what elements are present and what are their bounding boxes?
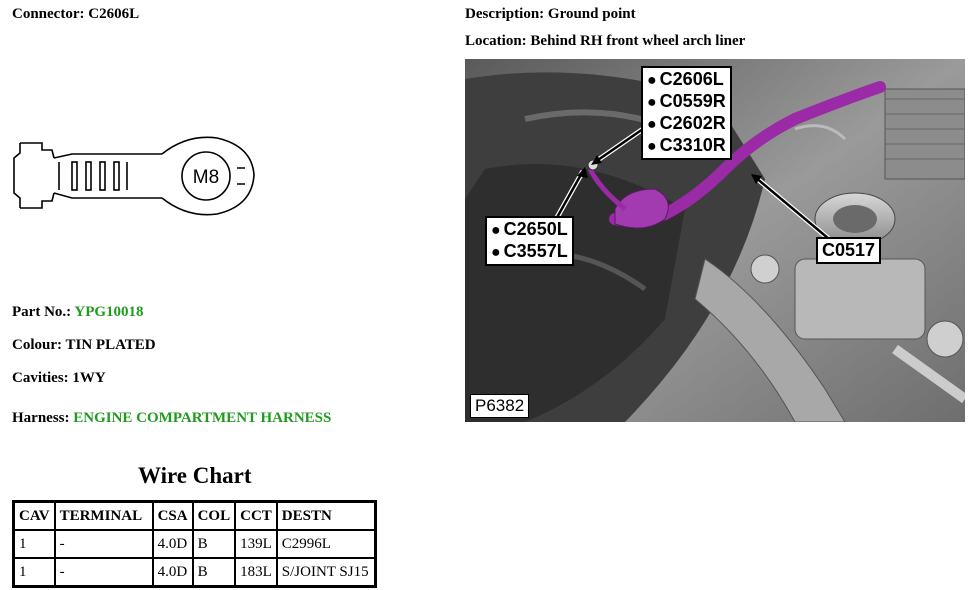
harness-value[interactable]: ENGINE COMPARTMENT HARNESS	[73, 410, 332, 426]
bullet-dot-icon: ●	[647, 72, 657, 89]
connector-line: Connector: C2606L	[12, 6, 139, 23]
header-destn: DESTN	[275, 500, 377, 531]
bullet-dot-icon: ●	[491, 244, 501, 261]
bullet-dot-icon: ●	[491, 222, 501, 239]
terminal-size-label: M8	[193, 167, 219, 188]
callout-item: ●C2650L	[491, 219, 568, 241]
cell-terminal: -	[53, 557, 154, 588]
connector-value: C2606L	[88, 6, 140, 22]
harness-line: Harness: ENGINE COMPARTMENT HARNESS	[12, 410, 331, 427]
harness-label: Harness:	[12, 410, 70, 426]
header-col: COL	[191, 500, 237, 531]
cell-cav: 1	[12, 557, 56, 588]
cell-csa: 4.0D	[151, 529, 194, 559]
wire-chart-table: CAV TERMINAL CSA COL CCT DESTN 1 - 4.0D …	[12, 500, 377, 588]
callout-label: C2650L	[503, 219, 568, 239]
connector-label: Connector:	[12, 6, 85, 22]
photo-reference: P6382	[470, 394, 530, 418]
cell-cct: 139L	[234, 529, 278, 559]
cell-col: B	[191, 557, 237, 588]
callout-item: ●C2602R	[647, 113, 726, 135]
colour-label: Colour:	[12, 337, 62, 353]
callout-label: C0559R	[659, 91, 726, 111]
callout-item: ●C3557L	[491, 241, 568, 263]
callout-label: C3557L	[503, 241, 568, 261]
header-terminal: TERMINAL	[53, 500, 154, 531]
colour-value: TIN PLATED	[65, 337, 156, 353]
callout-left-connectors: ●C2650L ●C3557L	[485, 216, 574, 266]
wire-chart-title: Wire Chart	[138, 463, 252, 488]
bullet-dot-icon: ●	[647, 138, 657, 155]
header-csa: CSA	[151, 500, 194, 531]
cell-cct: 183L	[234, 557, 278, 588]
cell-terminal: -	[53, 529, 154, 559]
header-cct: CCT	[234, 500, 278, 531]
cell-col: B	[191, 529, 237, 559]
callout-item: ●C3310R	[647, 135, 726, 157]
callout-label: C0517	[822, 240, 876, 260]
table-header-row: CAV TERMINAL CSA COL CCT DESTN	[12, 500, 377, 531]
callout-top-connectors: ●C2606L ●C0559R ●C2602R ●C3310R	[641, 66, 732, 160]
table-row: 1 - 4.0D B 183L S/JOINT SJ15	[12, 557, 377, 588]
location-value: Behind RH front wheel arch liner	[530, 33, 746, 49]
cell-csa: 4.0D	[151, 557, 194, 588]
ring-terminal-diagram: M8	[12, 128, 257, 223]
bullet-dot-icon: ●	[647, 94, 657, 111]
cell-cav: 1	[12, 529, 56, 559]
part-no-line: Part No.: YPG10018	[12, 304, 144, 321]
description-label: Description:	[465, 6, 545, 22]
callout-item: ●C2606L	[647, 69, 726, 91]
callout-right-connector: C0517	[816, 237, 882, 264]
callout-item: ●C0559R	[647, 91, 726, 113]
table-row: 1 - 4.0D B 139L C2996L	[12, 529, 377, 559]
cell-destn: S/JOINT SJ15	[275, 557, 377, 588]
location-line: Location: Behind RH front wheel arch lin…	[465, 33, 745, 50]
ring-terminal-icon: M8	[13, 136, 255, 216]
header-cav: CAV	[12, 500, 56, 531]
description-line: Description: Ground point	[465, 6, 636, 23]
cavities-line: Cavities: 1WY	[12, 370, 106, 387]
part-no-value[interactable]: YPG10018	[74, 304, 144, 320]
cavities-label: Cavities:	[12, 370, 69, 386]
cell-destn: C2996L	[275, 529, 377, 559]
description-value: Ground point	[547, 6, 636, 22]
callout-label: C3310R	[659, 135, 726, 155]
bullet-dot-icon: ●	[647, 116, 657, 133]
cavities-value: 1WY	[72, 370, 106, 386]
callout-label: C2606L	[659, 69, 724, 89]
location-label: Location:	[465, 33, 527, 49]
colour-line: Colour: TIN PLATED	[12, 337, 156, 354]
part-no-label: Part No.:	[12, 304, 72, 320]
callout-label: C2602R	[659, 113, 726, 133]
